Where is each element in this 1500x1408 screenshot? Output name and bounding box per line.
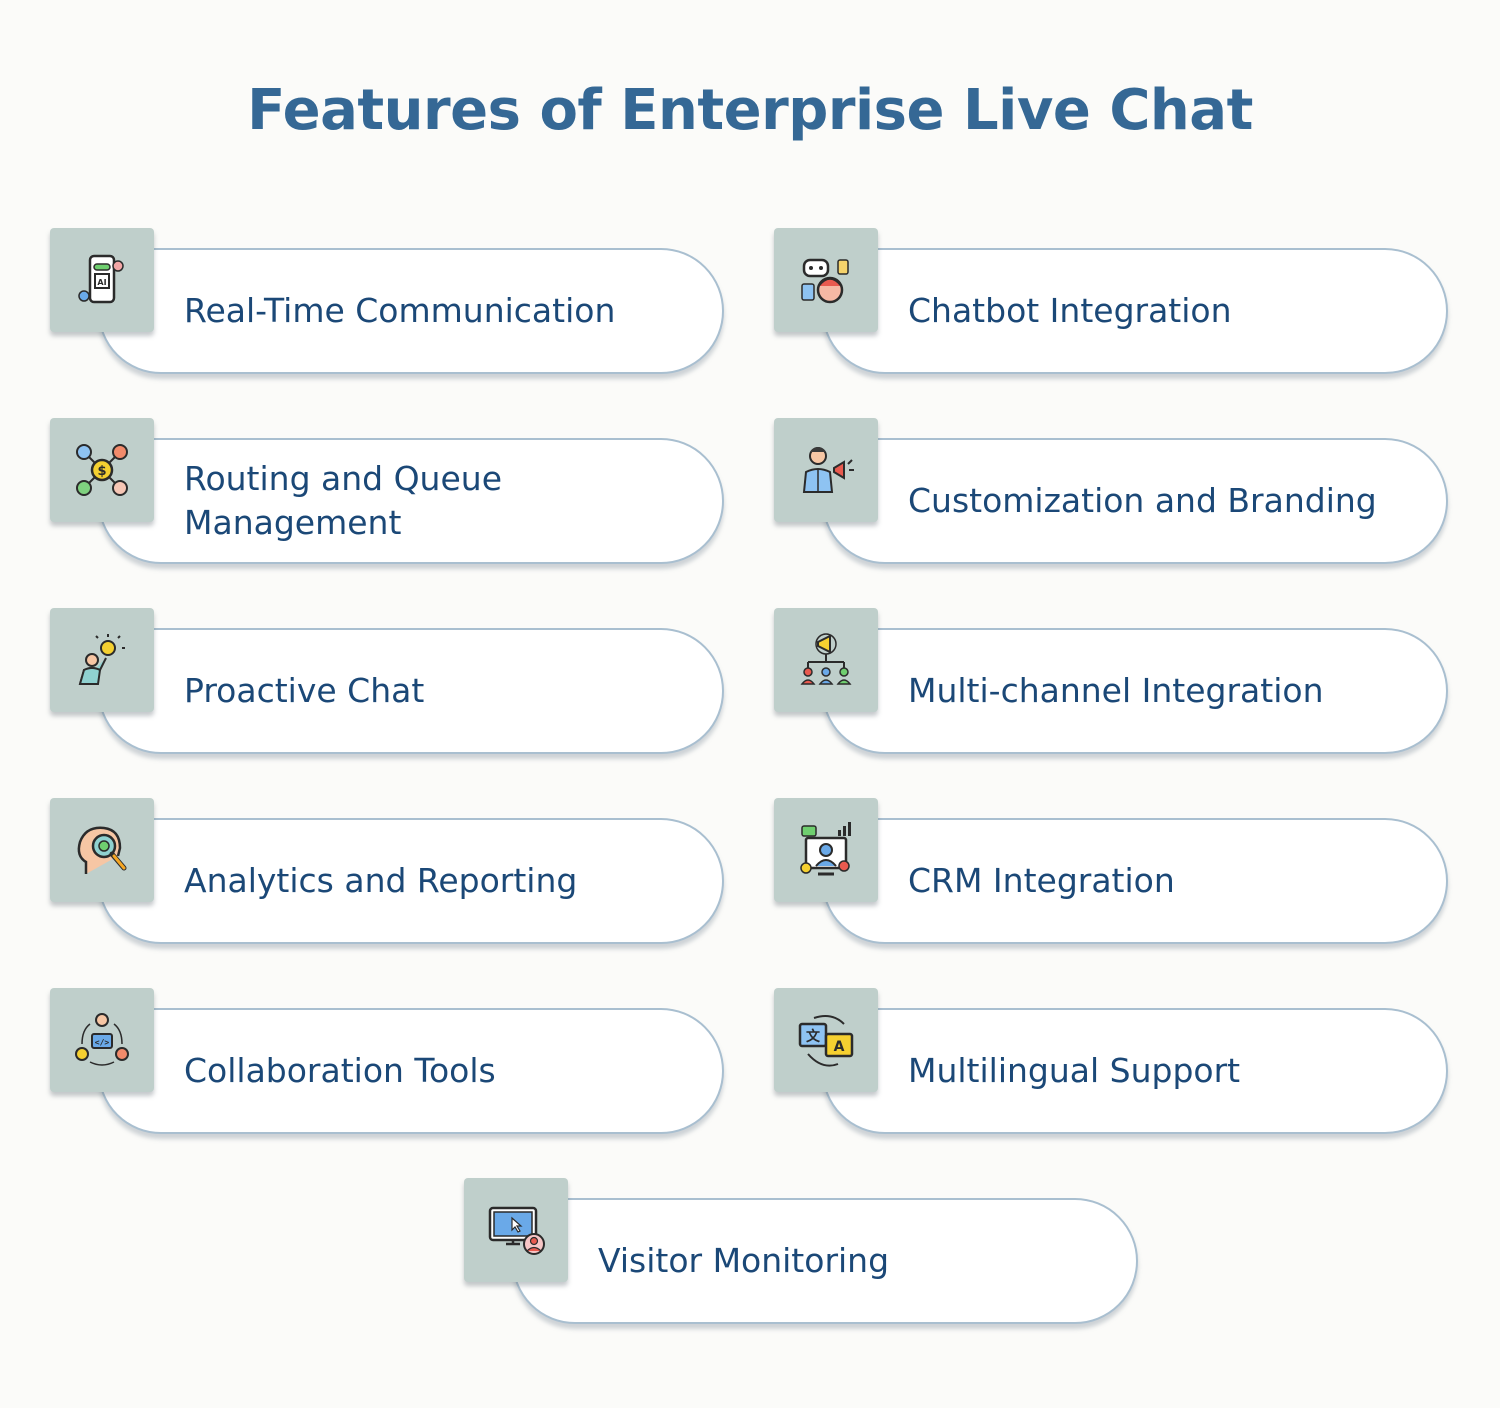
page-title: Features of Enterprise Live Chat — [247, 78, 1253, 143]
feature-card-crm-integration: CRM Integration — [774, 798, 1450, 944]
feature-label: Visitor Monitoring — [598, 1241, 890, 1280]
feature-card-collaboration-tools: </> Collaboration Tools — [50, 988, 726, 1134]
feature-pill — [822, 1008, 1448, 1134]
branding-megaphone-icon — [774, 418, 878, 522]
feature-label: CRM Integration — [908, 861, 1175, 900]
chatbot-icon — [774, 228, 878, 332]
svg-text:</>: </> — [95, 1038, 110, 1047]
feature-card-real-time-communication: AI Real-Time Communication — [50, 228, 726, 374]
routing-network-icon: $ — [50, 418, 154, 522]
feature-pill — [98, 248, 724, 374]
crm-dashboard-icon — [774, 798, 878, 902]
feature-pill — [822, 818, 1448, 944]
feature-pill — [822, 438, 1448, 564]
feature-label: Proactive Chat — [184, 671, 425, 710]
feature-pill — [822, 248, 1448, 374]
feature-pill — [98, 628, 724, 754]
feature-card-customization-and-branding: Customization and Branding — [774, 418, 1450, 564]
feature-label: Analytics and Reporting — [184, 861, 578, 900]
ai-phone-chat-icon: AI — [50, 228, 154, 332]
collaboration-code-icon: </> — [50, 988, 154, 1092]
multichannel-megaphone-icon — [774, 608, 878, 712]
svg-text:AI: AI — [97, 278, 106, 287]
feature-card-proactive-chat: Proactive Chat — [50, 608, 726, 754]
idea-lightbulb-icon — [50, 608, 154, 712]
feature-label: Multilingual Support — [908, 1051, 1241, 1090]
feature-label: Routing and Queue Management — [184, 459, 502, 542]
feature-card-routing-and-queue-management: $ Routing and Queue Management — [50, 418, 726, 564]
feature-label: Collaboration Tools — [184, 1051, 496, 1090]
feature-pill — [822, 628, 1448, 754]
analytics-head-search-icon — [50, 798, 154, 902]
visitor-monitor-icon — [464, 1178, 568, 1282]
feature-card-multilingual-support: 文 A Multilingual Support — [774, 988, 1450, 1134]
feature-label: Real-Time Communication — [184, 291, 616, 330]
feature-card-chatbot-integration: Chatbot Integration — [774, 228, 1450, 374]
feature-label: Chatbot Integration — [908, 291, 1232, 330]
feature-label: Multi-channel Integration — [908, 671, 1324, 710]
svg-text:$: $ — [97, 464, 106, 479]
translation-icon: 文 A — [774, 988, 878, 1092]
svg-text:文: 文 — [806, 1028, 821, 1045]
feature-pill — [98, 818, 724, 944]
feature-pill — [512, 1198, 1138, 1324]
feature-card-analytics-and-reporting: Analytics and Reporting — [50, 798, 726, 944]
feature-label: Customization and Branding — [908, 481, 1377, 520]
svg-text:A: A — [834, 1039, 845, 1055]
feature-card-visitor-monitoring: Visitor Monitoring — [464, 1178, 1140, 1324]
feature-pill — [98, 1008, 724, 1134]
feature-card-multi-channel-integration: Multi-channel Integration — [774, 608, 1450, 754]
